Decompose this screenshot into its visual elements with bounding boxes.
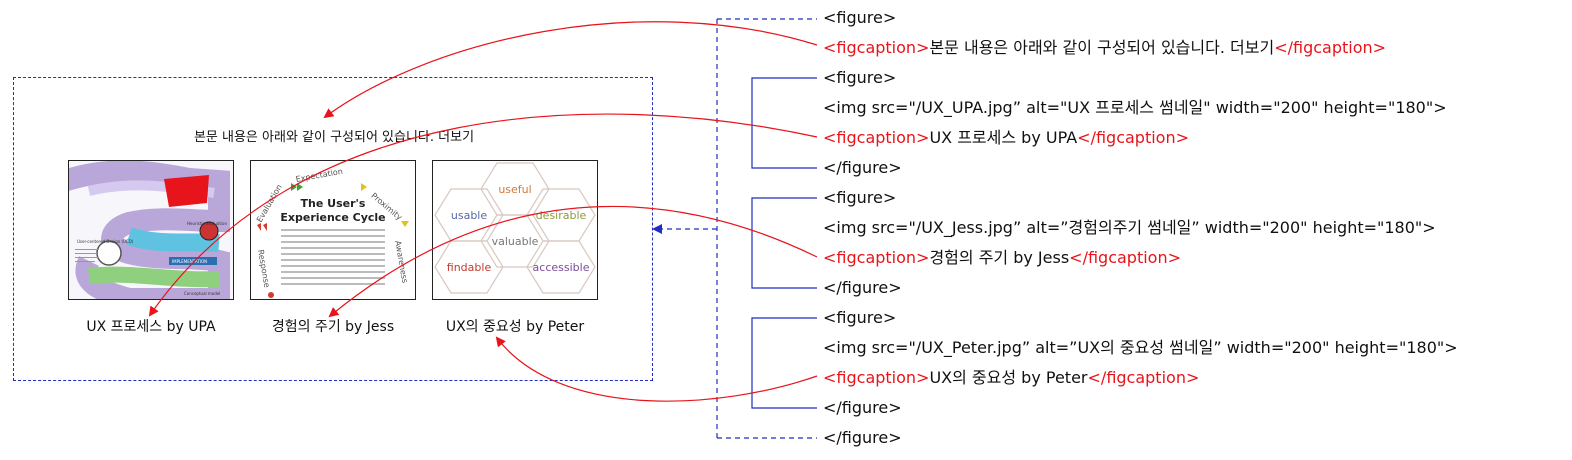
upa-label-implementation: IMPLEMENTATION xyxy=(172,259,207,264)
item2-bracket xyxy=(751,197,817,289)
code-item2-figure-close: </figure> xyxy=(823,278,902,297)
figcaption-open-tag: <figcaption> xyxy=(823,38,930,57)
code-item3-figcaption: <figcaption>UX의 중요성 by Peter</figcaption… xyxy=(823,368,1199,388)
item3-bracket xyxy=(751,317,817,409)
thumbnail-caption-peter: UX의 중요성 by Peter xyxy=(445,319,585,335)
item1-bracket xyxy=(751,77,817,169)
code-item3-figure-close: </figure> xyxy=(823,398,902,417)
figcaption-close-tag: </figcaption> xyxy=(1274,38,1387,57)
figcaption-close-tag: </figcaption> xyxy=(1069,248,1182,267)
upa-label-ucd: User-centered Design (UCD) xyxy=(77,239,134,244)
code-item2-img: <img src="/UX_Jess.jpg” alt=”경험의주기 썸네일” … xyxy=(823,218,1436,237)
code-item1-figure-close: </figure> xyxy=(823,158,902,177)
figcaption-text: UX 프로세스 by UPA xyxy=(929,128,1078,147)
hex-desirable: desirable xyxy=(536,209,587,222)
code-item1-figcaption: <figcaption>UX 프로세스 by UPA</figcaption> xyxy=(823,128,1189,148)
figcaption-open-tag: <figcaption> xyxy=(823,248,930,267)
svg-text:Experience Cycle: Experience Cycle xyxy=(280,211,385,224)
upa-label-heuristic: Heuristic evaluation xyxy=(187,221,227,226)
figcaption-open-tag: <figcaption> xyxy=(823,128,930,147)
code-outer-figcaption: <figcaption>본문 내용은 아래와 같이 구성되어 있습니다. 더보기… xyxy=(823,38,1386,58)
code-item2-figcaption: <figcaption>경험의 주기 by Jess</figcaption> xyxy=(823,248,1181,268)
figcaption-close-tag: </figcaption> xyxy=(1077,128,1190,147)
code-outer-figure-open: <figure> xyxy=(823,8,897,27)
thumbnail-caption-jess: 경험의 주기 by Jess xyxy=(271,319,395,335)
outer-figure-bracket xyxy=(716,18,817,439)
hex-useful: useful xyxy=(498,183,531,196)
figcaption-text: UX의 중요성 by Peter xyxy=(929,368,1088,387)
hex-accessible: accessible xyxy=(533,261,590,274)
code-item2-figure-open: <figure> xyxy=(823,188,897,207)
code-item3-img: <img src="/UX_Peter.jpg” alt=”UX의 중요성 썸네… xyxy=(823,338,1458,357)
code-item1-figure-open: <figure> xyxy=(823,68,897,87)
preview-figcaption: 본문 내용은 아래와 같이 구성되어 있습니다. 더보기 xyxy=(193,130,475,145)
hex-findable: findable xyxy=(447,261,492,274)
hex-valuable: valuable xyxy=(492,235,539,248)
code-item3-figure-open: <figure> xyxy=(823,308,897,327)
figcaption-text: 경험의 주기 by Jess xyxy=(929,248,1070,267)
figcaption-open-tag: <figcaption> xyxy=(823,368,930,387)
thumbnail-experience-cycle: Expectation Proximity Awareness Response… xyxy=(250,160,416,300)
thumbnail-caption-upa: UX 프로세스 by UPA xyxy=(86,319,216,335)
thumbnail-ux-honeycomb: useful usable desirable valuable findabl… xyxy=(432,160,598,300)
figcaption-text: 본문 내용은 아래와 같이 구성되어 있습니다. 더보기 xyxy=(929,38,1275,57)
thumbnail-ux-process: Heuristic evaluation Conceptual model Us… xyxy=(68,160,234,300)
rendered-figure-preview: 본문 내용은 아래와 같이 구성되어 있습니다. 더보기 Heuristic e… xyxy=(13,77,653,381)
upa-label-conceptual: Conceptual model xyxy=(184,291,220,296)
figcaption-close-tag: </figcaption> xyxy=(1087,368,1200,387)
svg-text:The User's: The User's xyxy=(301,197,366,210)
code-outer-figure-close: </figure> xyxy=(823,428,902,447)
hex-usable: usable xyxy=(451,209,487,222)
code-item1-img: <img src="/UX_UPA.jpg” alt="UX 프로세스 썸네일"… xyxy=(823,98,1447,117)
